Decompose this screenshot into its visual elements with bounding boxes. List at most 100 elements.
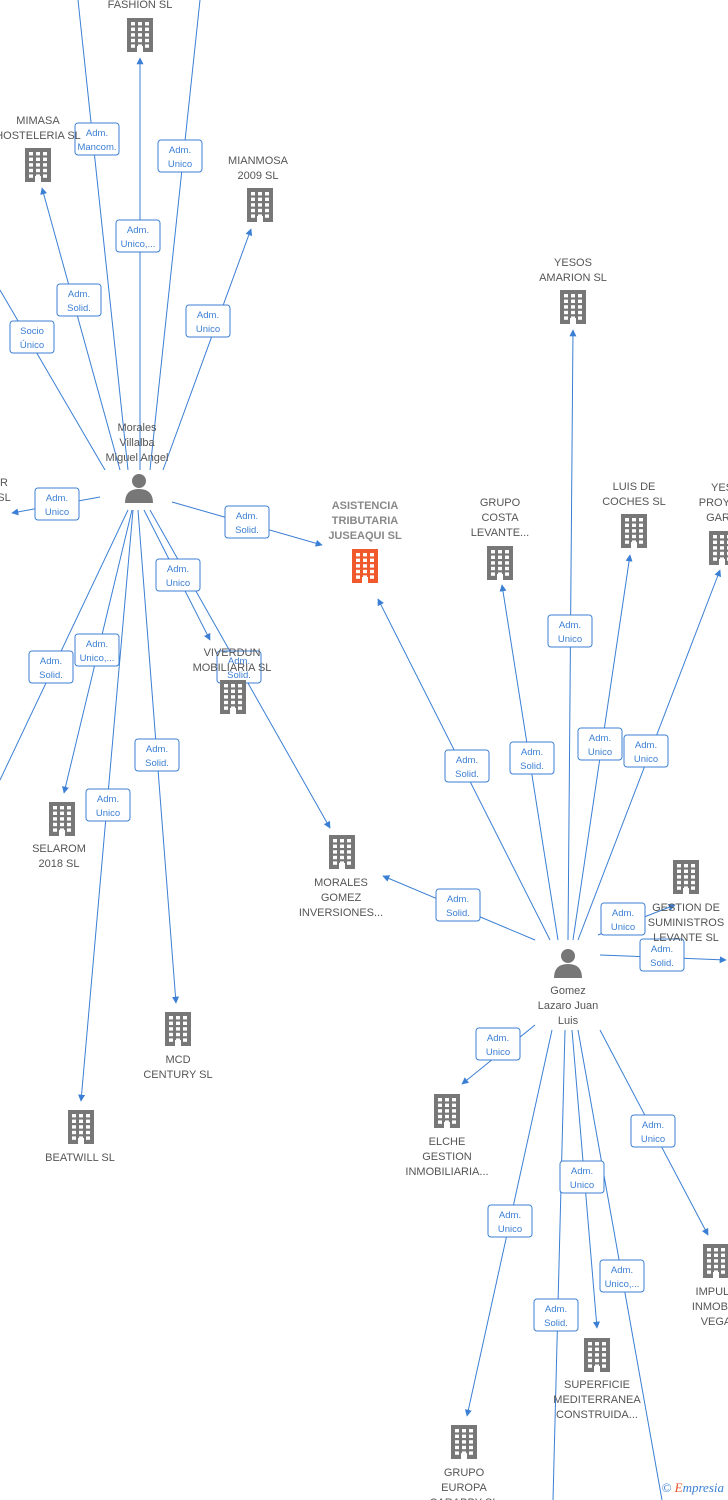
edge-label[interactable]: Adm.Unico	[559, 1160, 605, 1194]
node-beatwill[interactable]: BEATWILL SL	[45, 1110, 115, 1164]
edge-label[interactable]: Adm.Unico,...	[74, 633, 120, 667]
node-label-line: YESOS	[554, 257, 592, 269]
edge-label-box	[74, 122, 120, 156]
edge-label[interactable]: Adm.Unico	[185, 304, 231, 338]
edge-line	[552, 1029, 566, 1500]
node-elche[interactable]: ELCHEGESTIONINMOBILIARIA...	[405, 1094, 489, 1178]
edge-label-box	[487, 1204, 533, 1238]
edge-label[interactable]: Adm.Unico	[630, 1114, 676, 1148]
node-label-line: GOMEZ	[321, 892, 362, 904]
node-label-line: 2009 SL	[238, 170, 279, 182]
edge-label-text: Adm.	[169, 145, 191, 156]
edge-label[interactable]: Adm.Unico	[487, 1204, 533, 1238]
edge-label-box	[444, 749, 490, 783]
node-label-line: ASISTENCIA	[332, 500, 399, 512]
edge-label-text: Adm.	[559, 620, 581, 631]
edge-label[interactable]: Adm. Solid.	[216, 650, 262, 684]
edge-label[interactable]: Adm.Solid.	[224, 505, 270, 539]
node-label-line: MCD	[165, 1054, 190, 1066]
building-icon	[709, 531, 728, 565]
edge-label-text: Adm.	[487, 1033, 509, 1044]
edge-label-box	[639, 938, 685, 972]
node-label-line: MIMASA	[16, 115, 60, 127]
node-label-line: Luis	[558, 1015, 579, 1027]
edge-label-text: Solid.	[227, 670, 251, 681]
node-label-line: LEVANTE SL	[653, 932, 719, 944]
node-fashion[interactable]: FASHION SL	[108, 0, 173, 52]
node-grupocosta[interactable]: GRUPOCOSTALEVANTE...	[471, 497, 529, 580]
edge-line	[0, 289, 106, 471]
edge-label[interactable]: Adm.Solid.	[533, 1298, 579, 1332]
edge-label-text: Unico,...	[80, 653, 115, 664]
building-icon	[329, 835, 355, 869]
node-label-line: CARABBY SL	[430, 1497, 499, 1500]
edge-label[interactable]: Adm.Unico,...	[599, 1259, 645, 1293]
node-superficie[interactable]: SUPERFICIEMEDITERRANEACONSTRUIDA...	[553, 1338, 641, 1421]
edge-line	[77, 0, 129, 471]
edge-label[interactable]: Adm.Solid.	[639, 938, 685, 972]
edge-label-text: Adm.	[571, 1166, 593, 1177]
edge-label[interactable]: Adm.Solid.	[444, 749, 490, 783]
edge-label[interactable]: Adm.Solid.	[28, 650, 74, 684]
edge-label[interactable]: Adm.Solid.	[56, 283, 102, 317]
edge-label[interactable]: Adm.Unico	[34, 487, 80, 521]
node-label-line: COSTA	[481, 512, 519, 524]
edge-label[interactable]: Adm.Solid.	[134, 738, 180, 772]
node-yesproyec[interactable]: YESPROYECGARC	[699, 482, 728, 565]
edge-label-text: Adm.	[228, 656, 250, 667]
edge-label-text: Unico	[96, 808, 120, 819]
node-leftcut[interactable]: RSL	[0, 477, 11, 504]
edge-label-box	[185, 304, 231, 338]
edge-label[interactable]: Adm.Solid.	[435, 888, 481, 922]
edge-label[interactable]: Adm.Unico	[155, 558, 201, 592]
edge-label-box	[224, 505, 270, 539]
building-icon	[127, 18, 153, 52]
edge-label[interactable]: Adm.Unico	[600, 902, 646, 936]
edge-label-text: Solid.	[67, 303, 91, 314]
node-label-line: GRUPO	[480, 497, 521, 509]
edge-label[interactable]: Adm.Unico	[475, 1027, 521, 1061]
node-label-line: SELAROM	[32, 843, 86, 855]
edge-label-box	[533, 1298, 579, 1332]
edge-label-box	[630, 1114, 676, 1148]
edge-label[interactable]: Adm.Mancom.	[74, 122, 120, 156]
edge-label-text: Adm.	[635, 740, 657, 751]
node-impuls[interactable]: IMPULSINMOBILIVEGA	[692, 1244, 728, 1328]
edge-label[interactable]: Adm.Unico	[623, 734, 669, 768]
building-icon	[621, 514, 647, 548]
building-icon	[487, 546, 513, 580]
node-label-line: R	[0, 477, 8, 489]
building-icon	[220, 680, 246, 714]
edge-label[interactable]: Adm.Unico	[577, 727, 623, 761]
edge-label[interactable]: Adm.Unico	[85, 788, 131, 822]
node-label-line: BEATWILL SL	[45, 1152, 115, 1164]
edge-label-text: Solid.	[39, 670, 63, 681]
edge-label[interactable]: Adm.Unico	[157, 139, 203, 173]
edge-label-box	[475, 1027, 521, 1061]
edge-label-text: Solid.	[650, 958, 674, 969]
node-moralesgomez[interactable]: MORALESGOMEZINVERSIONES...	[299, 835, 383, 919]
edge-label[interactable]: Adm.Unico	[547, 614, 593, 648]
node-label-line: 2018 SL	[39, 858, 80, 870]
edge-label[interactable]: Adm.Solid.	[509, 741, 555, 775]
node-selarom[interactable]: SELAROM 2018 SL	[32, 802, 86, 870]
node-grupoeuropa[interactable]: GRUPOEUROPACARABBY SL	[430, 1425, 499, 1500]
node-label-line: GRUPO	[444, 1467, 485, 1479]
edge-label-box	[155, 558, 201, 592]
node-label-line: Gomez	[550, 985, 585, 997]
edge-label[interactable]: Adm.Unico,...	[115, 219, 161, 253]
edge-label-text: Socio	[20, 326, 44, 337]
